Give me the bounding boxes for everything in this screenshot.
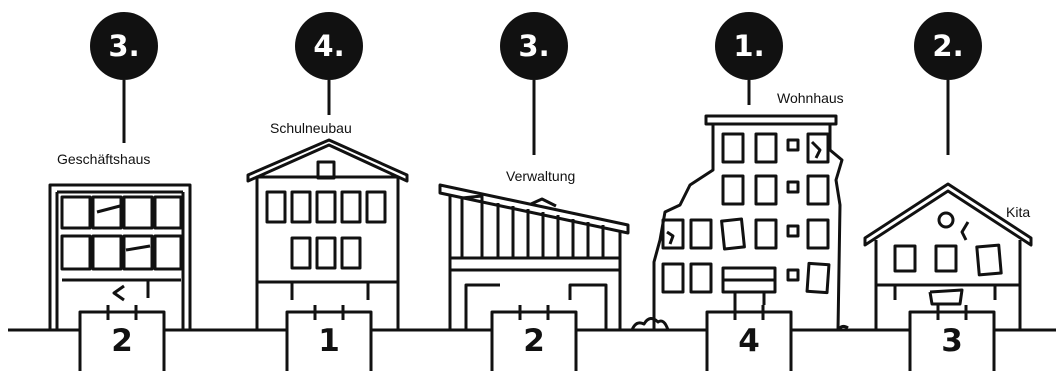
kita-building-icon — [863, 182, 1033, 330]
rank-badge: 3. — [500, 12, 568, 80]
calendar-number: 3 — [941, 323, 963, 359]
wohnhaus-building-icon — [630, 114, 849, 331]
building-label: Verwaltung — [506, 168, 576, 184]
calendar-icon — [908, 305, 996, 371]
rank-badge: 2. — [914, 12, 982, 80]
building-label: Wohnhaus — [777, 90, 844, 106]
building-label: Geschäftshaus — [57, 151, 151, 167]
calendar-icon — [78, 305, 166, 371]
rank-badge: 4. — [295, 12, 363, 80]
calendar-number: 2 — [111, 323, 133, 359]
calendar-icon — [705, 305, 793, 371]
calendar-icon — [285, 305, 373, 371]
rank-badge: 1. — [715, 12, 783, 80]
calendar-icon — [490, 305, 578, 371]
schulneubau-building-icon — [246, 138, 409, 332]
geschaeftshaus-building-icon — [48, 183, 192, 332]
verwaltung-building-icon — [438, 183, 630, 330]
calendar-number: 2 — [523, 323, 545, 359]
calendar-number: 4 — [738, 323, 760, 359]
calendar-number: 1 — [318, 323, 340, 359]
rank-badge: 3. — [90, 12, 158, 80]
building-label: Schulneubau — [270, 120, 352, 136]
building-label: Kita — [1006, 204, 1031, 220]
